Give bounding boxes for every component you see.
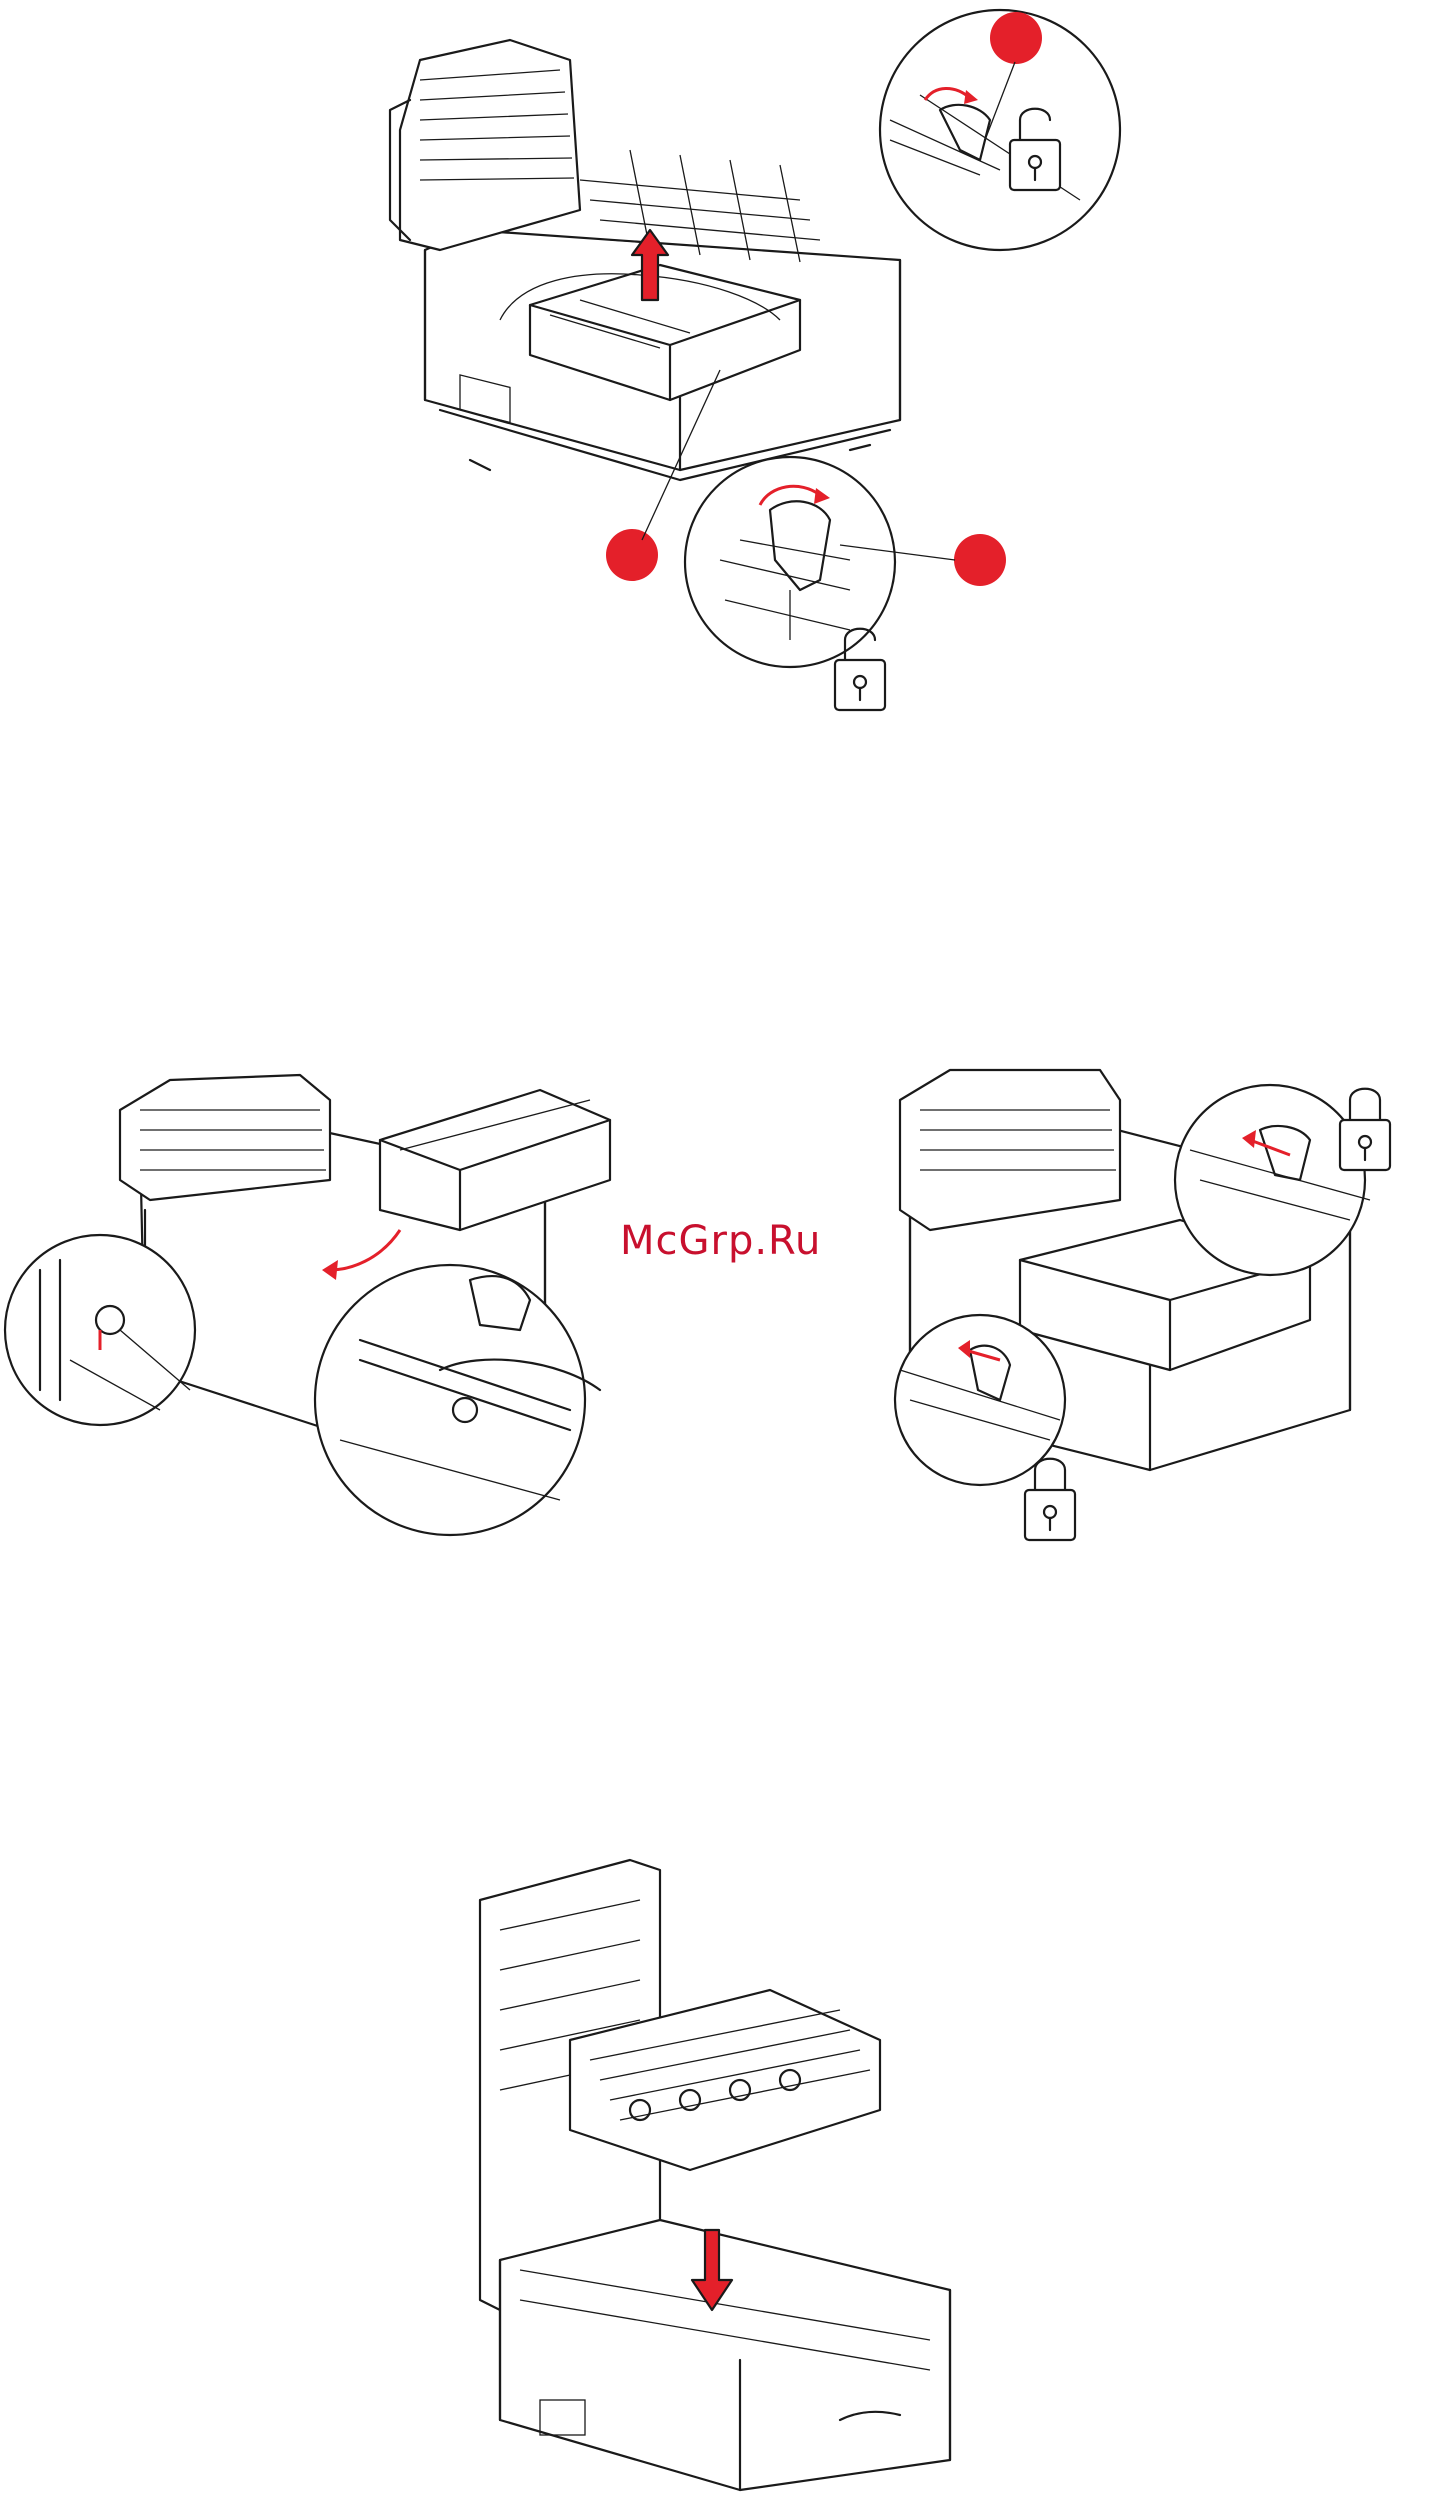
lock-icon (1340, 1089, 1390, 1170)
watermark: McGrp.Ru (620, 1218, 821, 1264)
figure-lock-belt (870, 1030, 1430, 1550)
figure-reinstall-drums (460, 1840, 980, 2490)
lock-icon (1025, 1459, 1075, 1540)
figure-insert-belt (0, 1030, 640, 1550)
figure-remove-belt (380, 0, 1100, 720)
